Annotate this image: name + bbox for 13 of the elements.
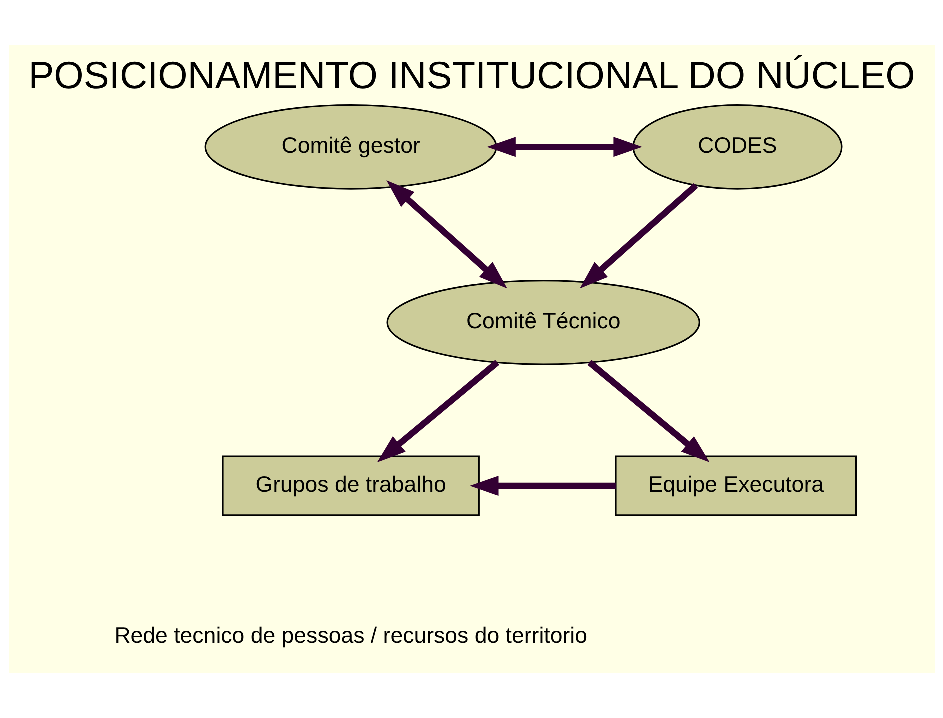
arrow: [587, 360, 710, 463]
arrow: [376, 360, 500, 463]
arrow: [386, 180, 507, 289]
node-box: Equipe Executora: [614, 456, 857, 516]
arrow: [486, 137, 642, 158]
node-box: Grupos de trabalho: [222, 456, 480, 516]
label: Rede tecnico de pessoas / recursos do territorio: [114, 623, 587, 648]
arrow: [580, 183, 698, 289]
node-ellipse: CODES: [632, 104, 842, 190]
node-ellipse: Comitê gestor: [204, 104, 497, 190]
diagram-title: POSICIONAMENTO INSTITUCIONAL DO NÚCLEO: [28, 54, 915, 98]
node-ellipse: Comitê Técnico: [386, 280, 700, 366]
arrow: [470, 476, 616, 496]
